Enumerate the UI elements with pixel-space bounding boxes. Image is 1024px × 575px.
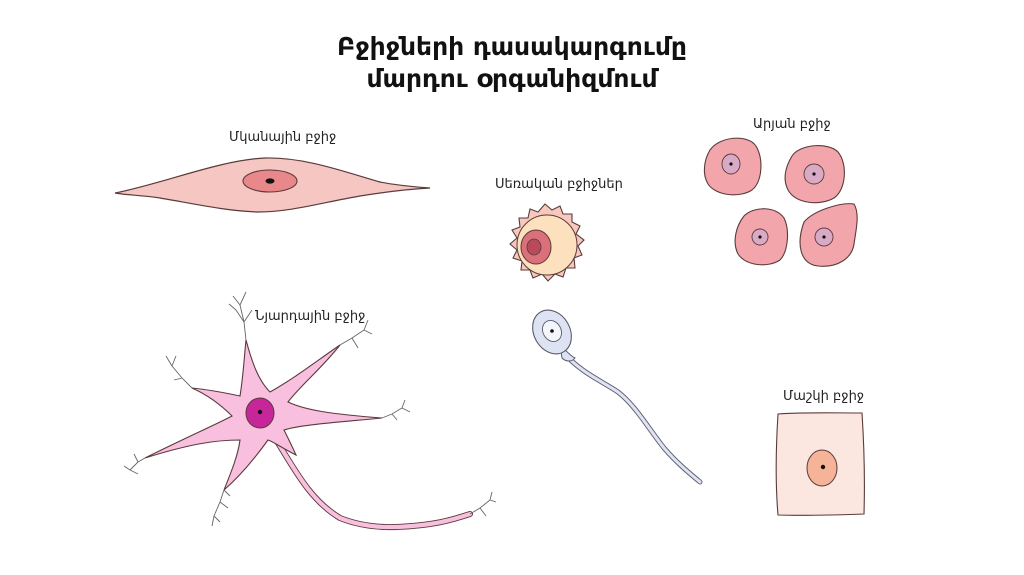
muscle-cell-nucleolus <box>265 178 275 184</box>
egg-cell <box>509 203 585 282</box>
blood-cell <box>703 137 762 196</box>
skin-cell-nucleolus <box>820 464 826 470</box>
sperm-cell-dot <box>550 329 554 333</box>
label-sex-cells: Սեռական բջիջներ <box>495 177 623 192</box>
label-blood-cell: Արյան բջիջ <box>753 117 831 132</box>
blood-cell <box>799 203 858 267</box>
skin-cell <box>775 412 865 516</box>
nerve-cell-nucleolus <box>257 409 263 415</box>
blood-cells <box>703 137 858 267</box>
label-muscle-cell: Մկանային բջիջ <box>229 130 337 145</box>
sperm-cell-tail-fill <box>561 350 702 484</box>
sperm-cell <box>532 309 703 485</box>
muscle-cell <box>114 157 431 213</box>
diagram-title-line-2: մարդու օրգանիզմում <box>366 64 658 93</box>
blood-cell <box>784 145 845 204</box>
nerve-cell-dendrites <box>123 291 497 527</box>
blood-cell <box>734 208 789 266</box>
label-skin-cell: Մաշկի բջիջ <box>783 389 865 404</box>
label-nerve-cell: Նյարդային բջիջ <box>255 309 366 324</box>
nerve-cell <box>123 291 497 531</box>
diagram-title-line-1: Բջիջների դասակարգումը <box>337 32 687 61</box>
egg-cell-nucleolus <box>526 238 542 256</box>
nerve-cell-axon-fill <box>272 435 473 530</box>
